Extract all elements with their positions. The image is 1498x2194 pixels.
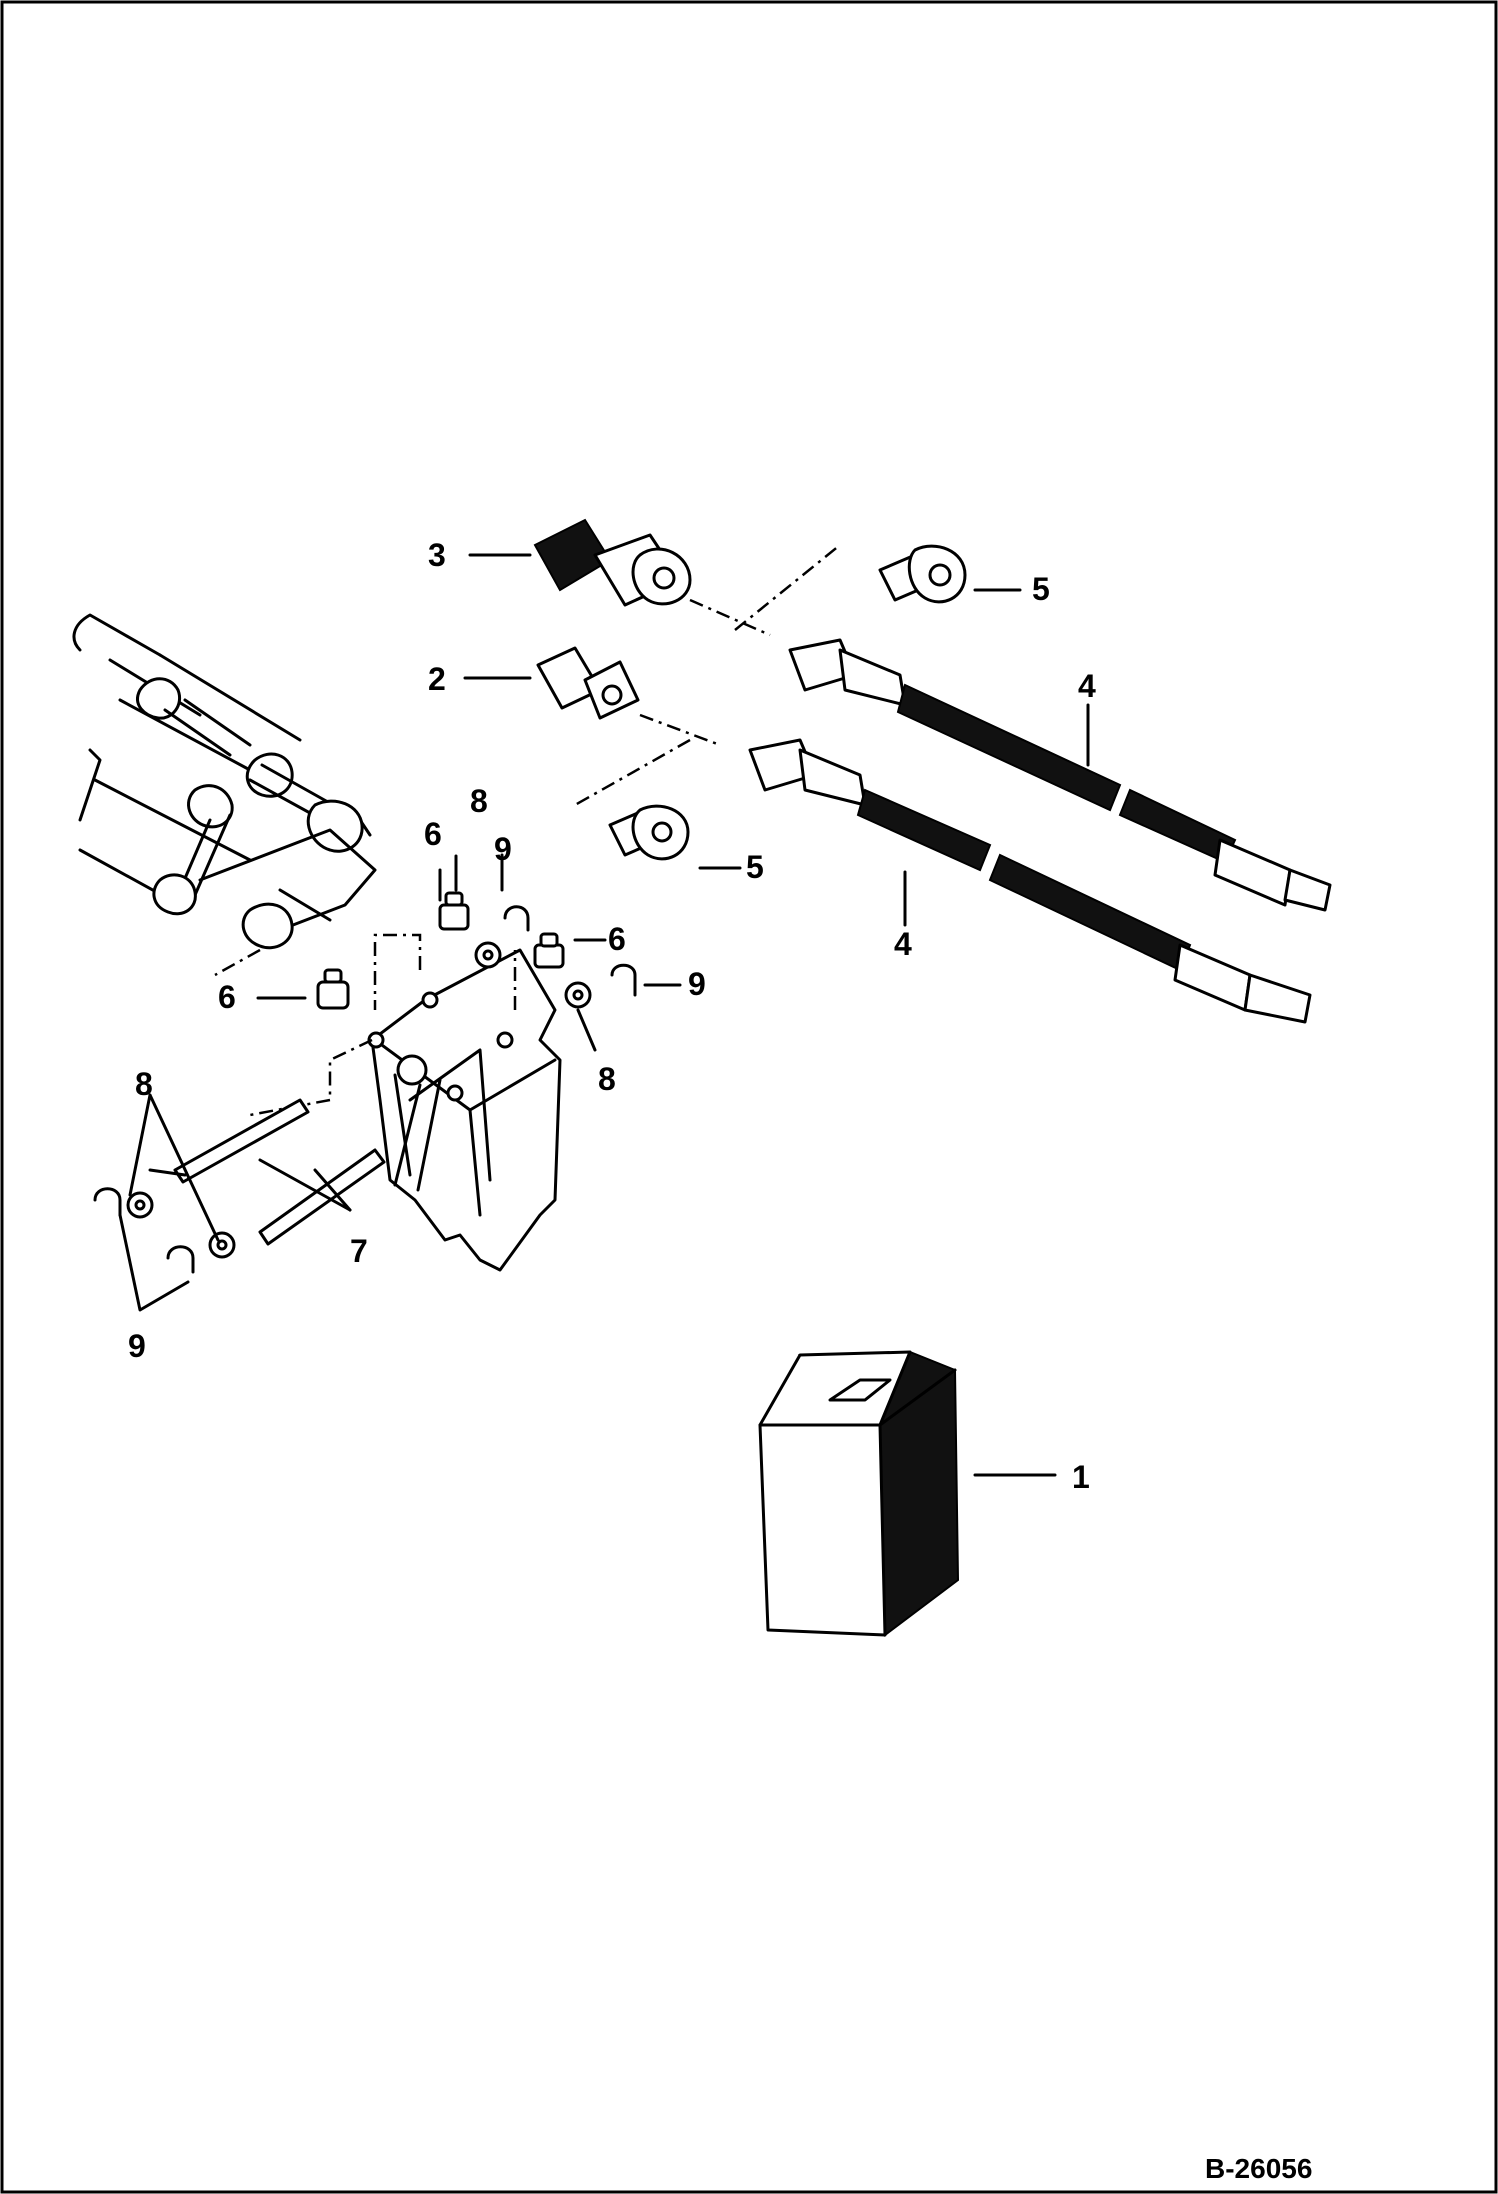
callout-9-right: 9	[688, 966, 706, 1002]
callout-4-upper: 4	[1078, 668, 1096, 704]
callout-9-left: 9	[128, 1328, 146, 1364]
washers-and-snap-pins	[93, 905, 637, 1274]
hose-plugs	[608, 544, 967, 861]
callout-6-left: 6	[218, 979, 236, 1015]
tool-box	[758, 1350, 960, 1637]
callout-8-top: 8	[470, 783, 488, 819]
hydraulic-hoses	[574, 544, 1332, 1024]
quick-couplers	[533, 518, 771, 747]
callout-6-right: 6	[608, 921, 626, 957]
callout-9-top: 9	[494, 831, 512, 867]
grease-fittings	[316, 891, 565, 1010]
callout-8-right: 8	[598, 1061, 616, 1097]
drawing-code: B-26056	[1205, 2153, 1312, 2184]
callout-7: 7	[350, 1233, 368, 1269]
callout-labels: 3 2 5 5 4 4 8 8 8 6 6 6 9 9 9 7 1	[128, 537, 1096, 1495]
callout-6-top: 6	[424, 816, 442, 852]
callout-8-left: 8	[135, 1066, 153, 1102]
callout-2: 2	[428, 661, 446, 697]
mounting-bracket	[249, 933, 562, 1272]
callout-4-lower: 4	[894, 926, 912, 962]
callout-5-lower: 5	[746, 849, 764, 885]
callout-5-upper: 5	[1032, 571, 1050, 607]
pins	[148, 1098, 386, 1246]
callout-3: 3	[428, 537, 446, 573]
boom-linkage	[72, 613, 377, 977]
callout-1: 1	[1072, 1459, 1090, 1495]
leader-lines	[118, 553, 1090, 1477]
